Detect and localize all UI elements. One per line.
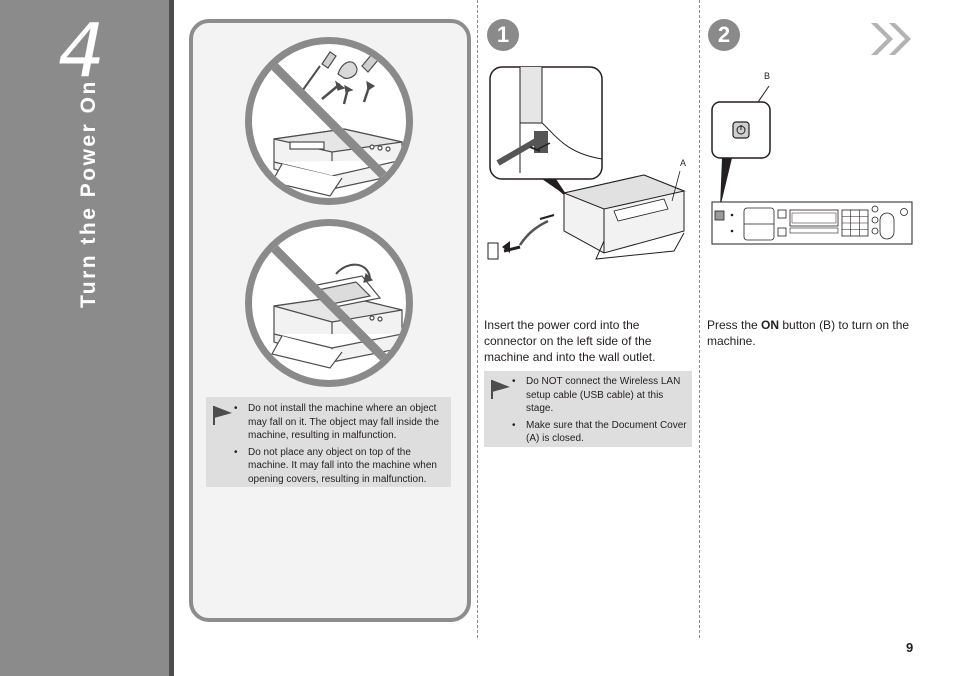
- flag-icon: [213, 406, 232, 425]
- step-1-note-item: •Do NOT connect the Wireless LAN setup c…: [512, 376, 681, 414]
- prohibition-objects-on-top-illustration: [245, 219, 413, 387]
- flag-icon: [491, 380, 510, 399]
- step-1-instruction: Insert the power cord into the connector…: [484, 318, 656, 364]
- step-number: 4: [58, 8, 106, 94]
- step-1-note: •Do NOT connect the Wireless LAN setup c…: [484, 371, 692, 447]
- step-2-instruction: Press the ON button (B) to turn on the m…: [707, 318, 910, 348]
- section-title: Turn the Power On: [77, 79, 100, 308]
- step-1-note-item: •Make sure that the Document Cover (A) i…: [512, 419, 687, 445]
- column-divider: [477, 0, 478, 638]
- page-number: 9: [906, 640, 914, 655]
- step-2-number: 2: [708, 19, 740, 51]
- warning-note-item: •Do not place any object on top of the m…: [234, 446, 437, 485]
- warning-note-item: •Do not install the machine where an obj…: [234, 403, 440, 441]
- prohibition-falling-objects-illustration: [245, 37, 413, 205]
- double-chevron-right-icon: [871, 23, 911, 55]
- step-1-number: 1: [487, 19, 519, 51]
- warning-note: •Do not install the machine where an obj…: [206, 397, 451, 487]
- label-a: A: [680, 158, 687, 168]
- sidebar-edge: [169, 0, 174, 676]
- section-sidebar: 4 Turn the Power On: [0, 0, 169, 676]
- operation-panel-illustration: [708, 80, 914, 248]
- on-button-label: ON: [761, 318, 780, 332]
- power-connector-illustration: [484, 63, 694, 268]
- label-b: B: [764, 71, 771, 81]
- column-divider: [699, 0, 700, 638]
